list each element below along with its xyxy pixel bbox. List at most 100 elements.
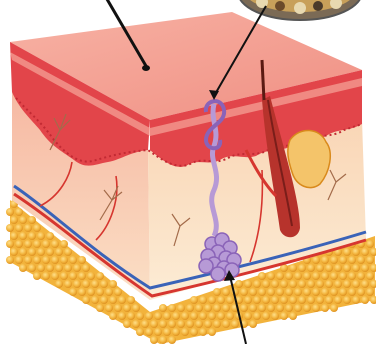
fat-lobule [271, 312, 279, 320]
fat-lobule [240, 304, 248, 312]
fat-lobule [280, 280, 288, 288]
fat-lobule [105, 288, 113, 296]
fat-lobule [267, 272, 275, 280]
fat-lobule [316, 280, 324, 288]
fat-lobule [64, 280, 72, 288]
fat-lobule [159, 304, 167, 312]
fat-lobule [276, 272, 284, 280]
fat-lobule [352, 248, 360, 256]
fat-lobule [78, 272, 86, 280]
fat-lobule [150, 336, 158, 344]
fat-lobule [222, 320, 230, 328]
fat-lobule [262, 312, 270, 320]
fat-lobule [181, 328, 189, 336]
fat-lobule [145, 328, 153, 336]
fat-lobule [244, 312, 252, 320]
fat-lobule [15, 208, 23, 216]
fat-lobule [100, 280, 108, 288]
fat-lobule [258, 304, 266, 312]
fat-lobule [244, 296, 252, 304]
fat-lobule [141, 320, 149, 328]
fat-lobule [96, 304, 104, 312]
fat-lobule [294, 304, 302, 312]
fat-lobule [267, 288, 275, 296]
fat-lobule [190, 328, 198, 336]
fat-lobule [316, 296, 324, 304]
fat-lobule [321, 304, 329, 312]
fat-lobule [33, 240, 41, 248]
fat-lobule [303, 272, 311, 280]
fat-lobule [163, 328, 171, 336]
fat-lobule [330, 256, 338, 264]
fat-lobule [190, 296, 198, 304]
fat-lobule [6, 256, 14, 264]
fat-lobule [298, 296, 306, 304]
fat-lobule [6, 224, 14, 232]
fat-lobule [262, 280, 270, 288]
fat-lobule [366, 240, 374, 248]
fat-lobule [73, 280, 81, 288]
fat-lobule [82, 280, 90, 288]
fat-lobule [276, 288, 284, 296]
fat-lobule [258, 272, 266, 280]
fat-lobule [312, 304, 320, 312]
fat-lobule [51, 240, 59, 248]
fat-lobule [352, 296, 360, 304]
fat-lobule [334, 264, 342, 272]
fat-lobule [289, 296, 297, 304]
fat-lobule [343, 296, 351, 304]
fat-lobule [154, 328, 162, 336]
fat-lobule [298, 280, 306, 288]
fat-lobule [312, 256, 320, 264]
fat-lobule [348, 288, 356, 296]
fat-lobule [46, 232, 54, 240]
fat-lobule [46, 248, 54, 256]
fat-lobule [24, 224, 32, 232]
fat-lobule [28, 216, 36, 224]
fat-lobule [361, 264, 369, 272]
hair-shaft [262, 60, 264, 100]
fat-lobule [28, 264, 36, 272]
fat-lobule [82, 296, 90, 304]
fat-lobule [199, 296, 207, 304]
fat-lobule [285, 304, 293, 312]
fat-lobule [168, 304, 176, 312]
fat-lobule [289, 280, 297, 288]
fat-lobule [154, 312, 162, 320]
fat-lobule [60, 256, 68, 264]
fat-lobule [271, 280, 279, 288]
fat-lobule [19, 264, 27, 272]
fat-lobule [366, 272, 374, 280]
fat-lobule [69, 288, 77, 296]
fat-lobule [213, 304, 221, 312]
fat-lobule [69, 272, 77, 280]
fat-lobule [307, 264, 315, 272]
fat-lobule [177, 320, 185, 328]
fat-lobule [73, 264, 81, 272]
fat-lobule [15, 256, 23, 264]
fat-lobule [55, 248, 63, 256]
fat-lobule [271, 296, 279, 304]
fat-lobule [69, 256, 77, 264]
fat-lobule [109, 312, 117, 320]
fat-lobule [334, 296, 342, 304]
fat-lobule [361, 248, 369, 256]
fat-lobule [78, 288, 86, 296]
fat-lobule [280, 312, 288, 320]
fat-lobule [231, 320, 239, 328]
fat-lobule [343, 280, 351, 288]
fat-lobule [339, 256, 347, 264]
fat-lobule [240, 288, 248, 296]
fat-lobule [348, 256, 356, 264]
fat-lobule [109, 296, 117, 304]
fat-lobule [204, 304, 212, 312]
fat-lobule [190, 312, 198, 320]
fat-lobule [60, 240, 68, 248]
fat-lobule [109, 280, 117, 288]
fat-lobule [276, 304, 284, 312]
fat-lobule [51, 272, 59, 280]
fat-lobule [186, 320, 194, 328]
fat-lobule [366, 256, 374, 264]
fat-lobule [249, 288, 257, 296]
fat-lobule [204, 320, 212, 328]
